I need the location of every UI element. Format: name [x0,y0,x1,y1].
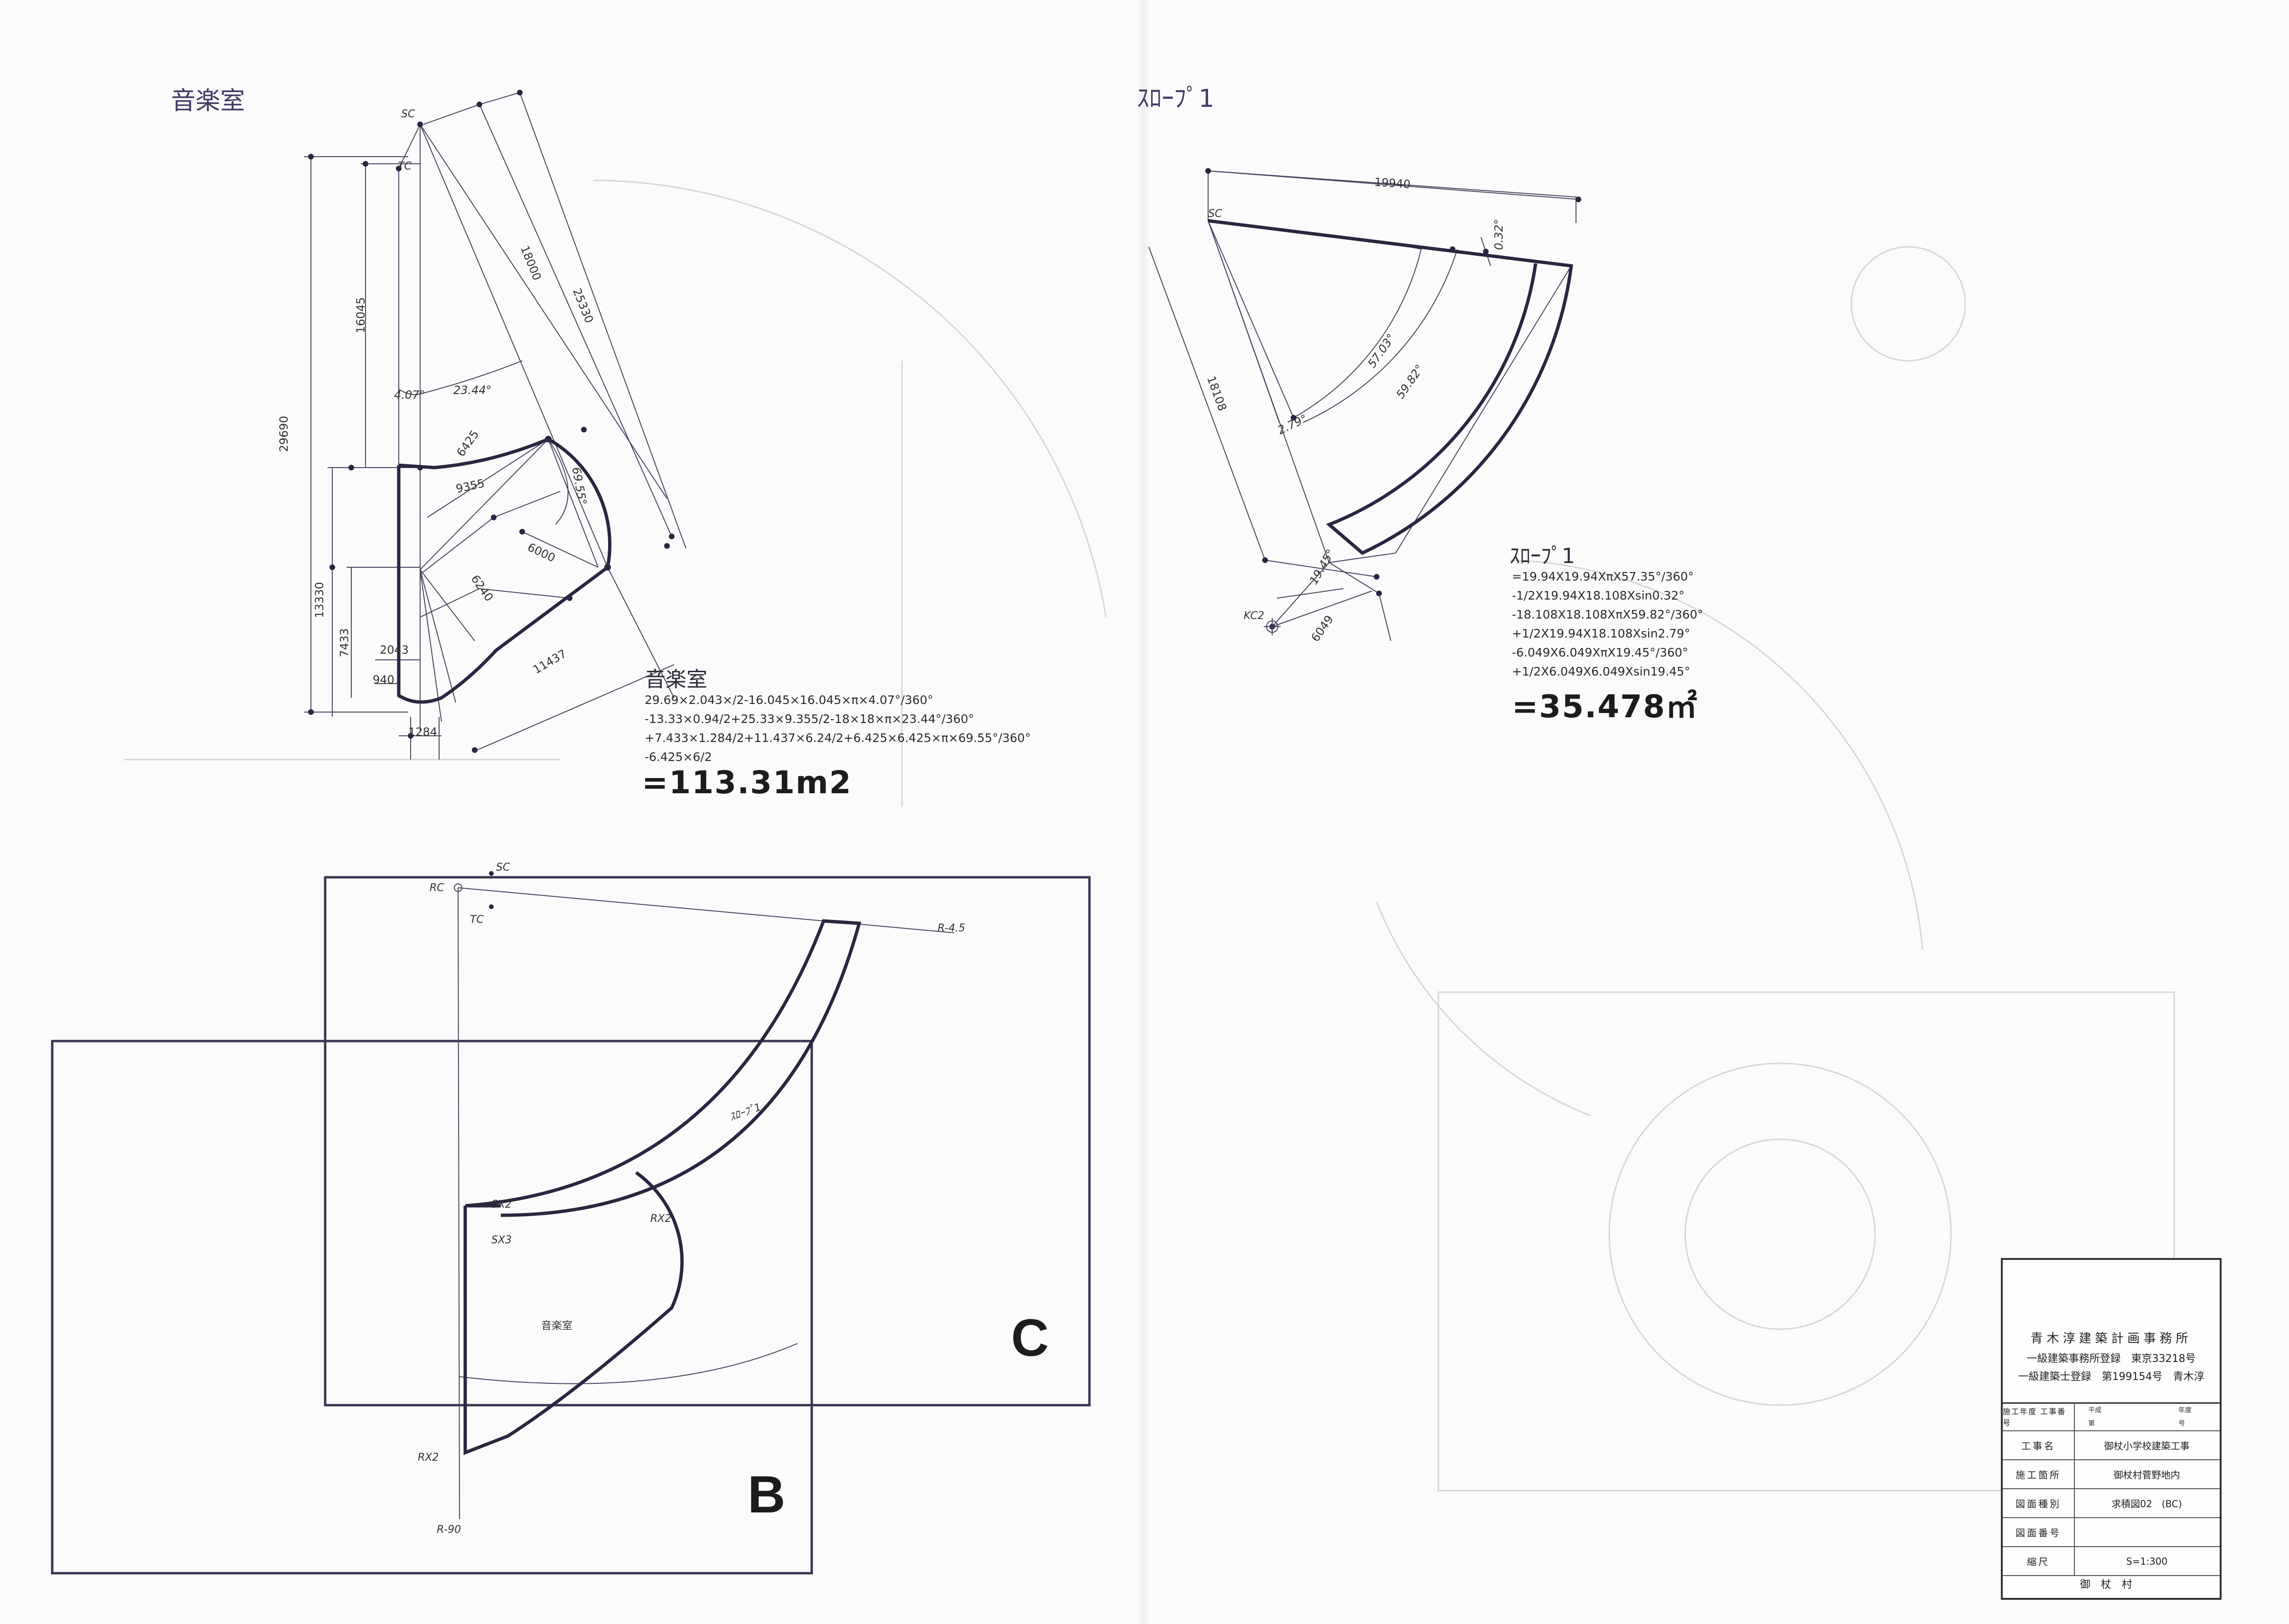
tb-key-drawing-type: 図面種別 [2003,1489,2075,1517]
tb-sub-dai: 第 [2088,1420,2095,1427]
plan-sx3-label: SX3 [491,1234,512,1246]
tb-key-location: 施工箇所 [2003,1460,2075,1488]
tb-row-project-name: 工事名 御杖小学校建築工事 [2003,1431,2220,1460]
kc2-marker [1264,618,1281,635]
plan-sx2-label: SX2 [491,1199,512,1211]
show-through-ghosts [123,179,2175,1492]
dim-1284: 1284 [408,725,438,739]
plan-rx2-top-label: RX2 [650,1213,672,1225]
tb-sub-go: 号 [2178,1420,2185,1427]
tb-row-scale: 縮尺 S=1:300 [2003,1547,2220,1576]
plan-sc-label: SC [496,862,510,873]
angle-4-07: 4.07° [394,388,425,402]
plan-rc-label: RC [430,882,444,894]
zone-b-frame [51,1040,813,1575]
title-block: 青木淳建築計画事務所 一級建築事務所登録 東京33218号 一級建築士登録 第1… [2001,1258,2222,1600]
dim-940: 940 [373,673,394,686]
slope-calc-line-4: +1/2X19.94X18.108Xsin2.79° [1512,627,1690,640]
slope-calc-line-6: +1/2X6.049X6.049Xsin19.45° [1512,665,1690,678]
tb-sub-nendo: 年度 [2178,1407,2192,1414]
plan-r90-label: R-90 [437,1524,461,1536]
key-plan [51,871,1091,1575]
music-room-tc-label: TC [398,160,412,172]
zone-b-letter: B [748,1465,786,1524]
tb-val-project-name: 御杖小学校建築工事 [2104,1440,2190,1452]
zone-c-letter: C [1011,1309,1049,1367]
slope-area-result: =35.478㎡ [1512,688,1698,725]
tb-val-fiscal-year: 平成 年度 第 号 [2074,1402,2220,1430]
tb-row-drawing-type: 図面種別 求積図02 (BC) [2003,1489,2220,1518]
tb-val-scale: S=1:300 [2126,1555,2168,1567]
plan-rx2-bottom-label: RX2 [418,1452,439,1464]
office-registration-1: 一級建築事務所登録 東京33218号 [2026,1353,2196,1365]
music-room-sc-label: SC [401,108,415,120]
dim-29690: 29690 [277,415,291,452]
tb-val-drawing-number [2074,1518,2220,1546]
office-registration-2: 一級建築士登録 第199154号 青木淳 [2018,1371,2205,1383]
tb-sub-heisei: 平成 [2088,1407,2101,1414]
slope-title: ｽﾛｰﾌﾟ1 [1137,84,1215,113]
tb-key-scale: 縮尺 [2003,1547,2075,1575]
music-room-title: 音楽室 [171,87,245,115]
title-block-table: 施工年度 工事番号 平成 年度 第 号 工事名 御杖小学校建築工事 施工箇所 御… [2003,1402,2220,1576]
tb-row-location: 施工箇所 御杖村菅野地内 [2003,1460,2220,1489]
office-name: 青木淳建築計画事務所 [2030,1332,2192,1346]
music-room-calc-line-3: +7.433×1.284/2+11.437×6.24/2+6.425×6.425… [645,731,1031,745]
music-room-area-result: =113.31m2 [642,764,852,801]
title-block-logo-area: 青木淳建築計画事務所 一級建築事務所登録 東京33218号 一級建築士登録 第1… [2003,1260,2220,1404]
dim-2043: 2043 [380,643,409,657]
slope-calc-line-5: -6.049X6.049XπX19.45°/360° [1512,646,1689,659]
plan-tc-label: TC [470,914,484,926]
dim-16045: 16045 [354,297,368,334]
slope-calc-heading: ｽﾛｰﾌﾟ1 [1510,544,1575,568]
slope-calc-line-2: -1/2X19.94X18.108Xsin0.32° [1512,589,1685,602]
tb-val-location: 御杖村菅野地内 [2113,1469,2180,1481]
slope-calc-line-1: =19.94X19.94XπX57.35°/360° [1512,570,1694,583]
tb-key-drawing-number: 図面番号 [2003,1518,2075,1546]
angle-0-32: 0.32° [1492,219,1506,250]
tb-val-drawing-type: 求積図02 (BC) [2111,1498,2182,1510]
music-room-calc-heading: 音楽室 [645,667,707,692]
slope-calc-line-3: -18.108X18.108XπX59.82°/360° [1512,608,1704,621]
slope-kc2-label: KC2 [1244,610,1265,622]
plan-music-room-label: 音楽室 [541,1320,573,1332]
dim-7433: 7433 [338,628,351,657]
music-room-calc-line-1: 29.69×2.043×/2-16.045×16.045×π×4.07°/360… [645,693,934,707]
tb-footer-village: 御杖村 [2080,1579,2143,1591]
slope-sc-label: SC [1208,208,1222,220]
plan-r45-label: R-4.5 [938,922,966,934]
music-room-calc-line-4: -6.425×6/2 [645,750,712,764]
zone-c-frame [324,876,1091,1407]
tb-row-drawing-number: 図面番号 [2003,1518,2220,1547]
music-room-geometry [304,90,686,760]
dim-13330: 13330 [313,582,327,619]
dim-19940: 19940 [1374,175,1411,191]
music-room-calc-line-2: -13.33×0.94/2+25.33×9.355/2-18×18×π×23.4… [645,712,975,726]
tb-row-fiscal-year: 施工年度 工事番号 平成 年度 第 号 [2003,1402,2220,1431]
tb-key-fiscal-year: 施工年度 工事番号 [2003,1402,2075,1430]
tb-key-project-name: 工事名 [2003,1431,2075,1459]
angle-23-44: 23.44° [453,384,492,397]
slope-geometry [1148,168,1581,641]
center-fold [1137,0,1150,1624]
